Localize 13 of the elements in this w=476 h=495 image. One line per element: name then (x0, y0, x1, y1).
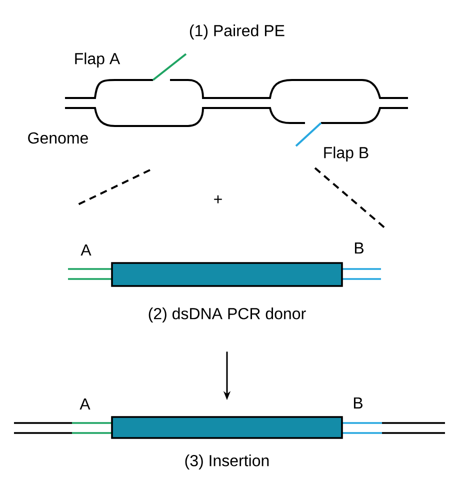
label-text: Flap B (324, 146, 368, 162)
label-text: Flap A (75, 52, 120, 68)
end-label: B (354, 242, 364, 254)
end-label: B (354, 398, 362, 408)
label-text: Genome (28, 132, 88, 144)
node-label: (3) Insertion (185, 454, 269, 470)
dna-box: (2) dsDNA PCR donor (111, 262, 343, 322)
dna-box: (3) Insertion (111, 416, 343, 470)
label-text: (1) Paired PE (190, 24, 284, 40)
end-label: A (80, 398, 90, 410)
plus-sign: + (214, 195, 222, 204)
end-label: A (80, 244, 92, 256)
node-label: (2) dsDNA PCR donor (148, 308, 306, 322)
